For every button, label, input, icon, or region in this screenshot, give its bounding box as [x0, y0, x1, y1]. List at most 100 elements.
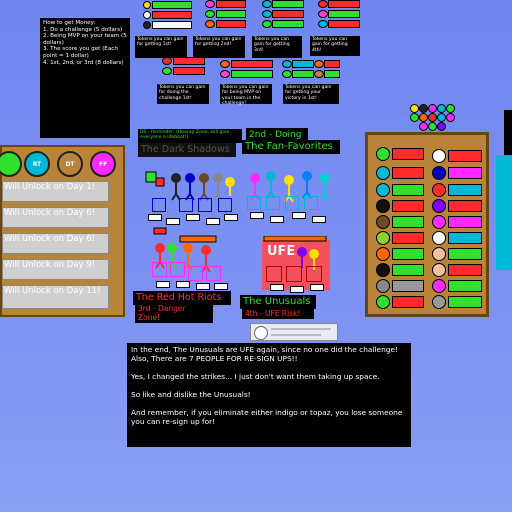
- token-chip: [282, 70, 292, 78]
- token-chip: [272, 20, 304, 28]
- token-chip: [205, 20, 215, 28]
- token-chip: [143, 11, 151, 19]
- token-chip: [152, 11, 192, 19]
- token-group-4th: [314, 0, 362, 36]
- fan-favorites-roster: [245, 166, 340, 211]
- token-chip: [318, 20, 328, 28]
- token-text-3rd: Tokens you can gain for getting 3rd!: [252, 36, 302, 58]
- summary-paragraph: So like and dislike the Unusuals!: [131, 390, 251, 399]
- player-card: [176, 281, 190, 288]
- player-card: [166, 218, 180, 225]
- red-hot-riots-title: The Red Hot Riots: [133, 291, 231, 305]
- token-chip: [314, 70, 324, 78]
- summary-paragraph: Yes, I changed the strikes... I just don…: [131, 372, 380, 381]
- summary-box: In the end, The Unusuals are UFE again, …: [127, 343, 411, 447]
- player-card: [250, 212, 264, 219]
- team-slot: [170, 262, 185, 277]
- standings-board: [365, 132, 489, 317]
- player-card: [206, 218, 220, 225]
- unusuals-title: The Unusuals: [240, 295, 316, 309]
- token-chip: [262, 0, 272, 8]
- player-card: [196, 283, 210, 290]
- player-card: [290, 286, 304, 293]
- token-group-victory: [282, 58, 340, 84]
- legend-box: [250, 323, 338, 341]
- unusuals-rank: 4th - UFE Risk!: [242, 308, 314, 319]
- edge-panel: [496, 155, 512, 270]
- token-chip: [314, 60, 324, 68]
- unlock-slot: Will Unlock on Day 11!: [2, 285, 109, 309]
- unlock-slot: Will Unlock on Day 6!: [2, 233, 109, 254]
- token-group-3rd: [258, 0, 306, 36]
- token-chip: [292, 60, 314, 68]
- token-group-1st: [140, 0, 192, 36]
- money-line: 2. Being MVP on your team (5 dollars): [43, 33, 127, 46]
- token-chip: [324, 70, 340, 78]
- token-chip: [173, 57, 205, 65]
- token-chip: [231, 70, 273, 78]
- money-info-box: How to get Money: 1. Do a challenge (5 d…: [40, 18, 130, 138]
- dark-shadows-note: DS - Reminder: (Hooray Zone, will give e…: [138, 129, 242, 143]
- token-chip: [318, 0, 328, 8]
- team-slot: [306, 266, 322, 282]
- token-chip: [143, 1, 151, 9]
- player-card: [312, 216, 326, 223]
- token-chip: [205, 10, 215, 18]
- unlock-panel: RT DT FF Will Unlock on Day 1! Will Unlo…: [0, 145, 125, 317]
- token-group-challenge: [160, 55, 206, 83]
- money-line: 1. Do a challenge (5 dollars): [43, 26, 123, 33]
- token-text-4th: Tokens you can gain for getting 4th!: [310, 36, 360, 56]
- unlock-slot: Will Unlock on Day 9!: [2, 259, 109, 280]
- token-text-2nd: Tokens you can gain for getting 2nd!: [193, 36, 245, 58]
- token-chip: [216, 10, 246, 18]
- token-chip: [216, 0, 246, 8]
- token-chip: [152, 1, 192, 9]
- player-card: [224, 214, 238, 221]
- token-group-2nd: [200, 0, 248, 36]
- unlock-slot: Will Unlock on Day 1!: [2, 181, 109, 202]
- money-line: 4. 1st, 2nd, or 3rd (8 dollars): [43, 59, 124, 66]
- team-circle-dt: DT: [57, 151, 83, 177]
- red-hot-riots-rank: 3rd - Danger Zone!: [135, 303, 213, 323]
- money-line: How to get Money:: [43, 20, 96, 26]
- token-chip: [152, 21, 192, 29]
- unusuals-roster: [262, 235, 330, 290]
- legend-icon: [254, 326, 268, 340]
- token-chip: [162, 57, 172, 65]
- token-chip: [282, 60, 292, 68]
- team-slot: [247, 196, 261, 210]
- team-slot: [218, 198, 232, 212]
- team-circle-rt: RT: [24, 151, 50, 177]
- token-chip: [262, 20, 272, 28]
- team-slot: [179, 198, 193, 212]
- player-card: [214, 283, 228, 290]
- ufe-stamp: UFE: [267, 244, 296, 259]
- team-slot: [286, 266, 302, 282]
- fan-favorites-sticks: [250, 171, 330, 203]
- player-card: [270, 216, 284, 223]
- unlock-slot: Will Unlock on Day 6!: [2, 207, 109, 228]
- team-slot: [198, 198, 212, 212]
- token-chip: [262, 10, 272, 18]
- team-circle-ff: FF: [90, 151, 116, 177]
- token-chip: [328, 10, 360, 18]
- token-chip: [324, 60, 340, 68]
- token-chip: [220, 70, 230, 78]
- token-chip: [231, 60, 273, 68]
- team-slot: [266, 266, 282, 282]
- money-line: 3. The score you get (Each point = 1 dol…: [43, 46, 118, 59]
- token-chip: [328, 0, 360, 8]
- token-chip: [205, 0, 215, 8]
- token-text-1st: Tokens you can gain for getting 1st!: [135, 36, 187, 58]
- team-circle-green: [0, 151, 22, 177]
- token-text-victory: Tokens you can gain for getting your vic…: [283, 84, 339, 104]
- token-chip: [272, 10, 304, 18]
- team-slot: [285, 196, 299, 210]
- player-card: [156, 281, 170, 288]
- summary-paragraph: And remember, if you eliminate either in…: [131, 408, 403, 426]
- team-slot: [152, 198, 166, 212]
- token-chip: [328, 20, 360, 28]
- token-chip: [162, 67, 172, 75]
- token-text-mvp: Tokens you can gain for being MVP on you…: [220, 84, 272, 106]
- color-dot-grid: [410, 104, 455, 131]
